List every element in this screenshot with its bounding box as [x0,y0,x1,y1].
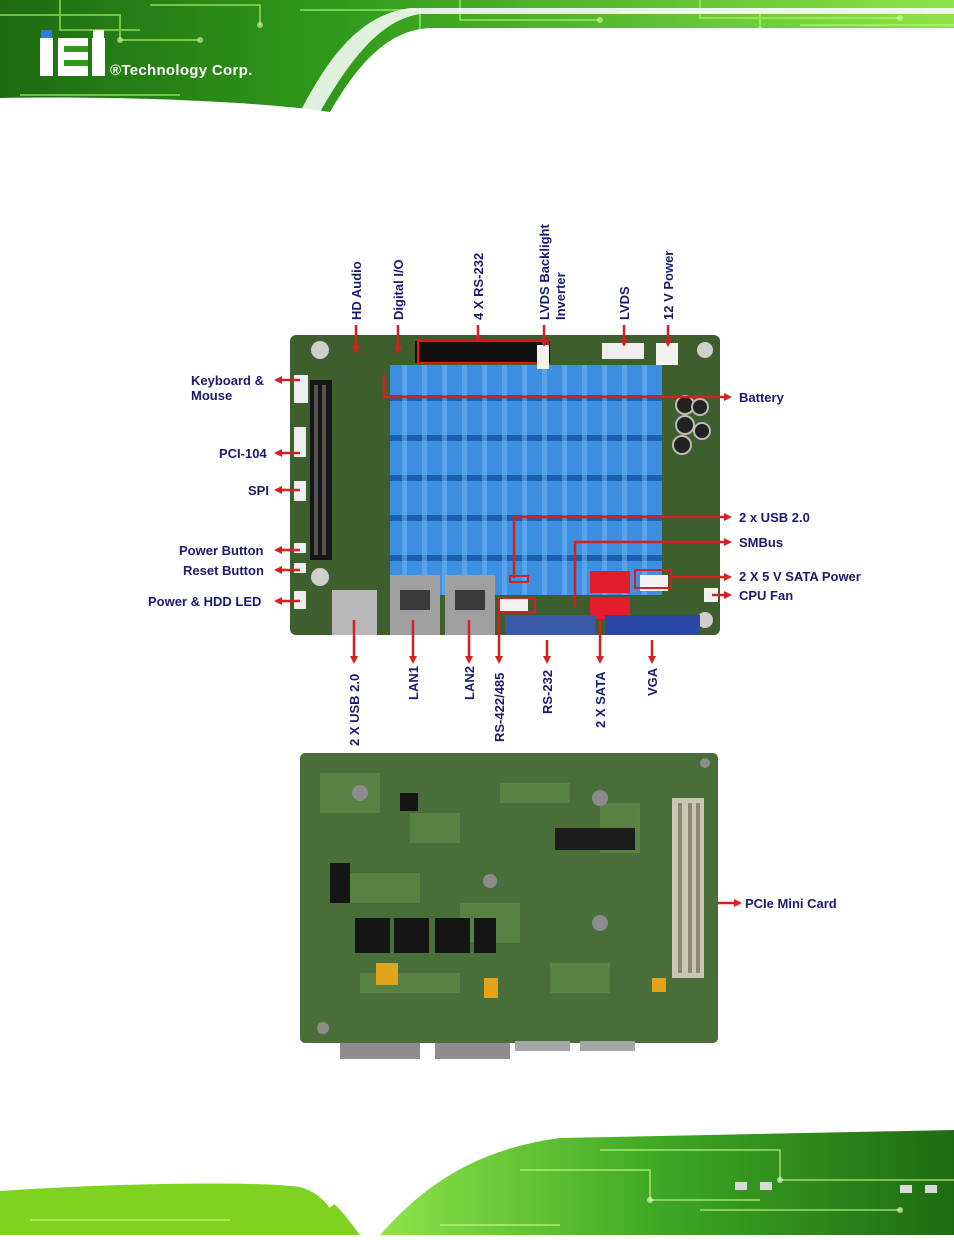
label-reset-button: Reset Button [183,563,264,578]
label-power-button: Power Button [179,543,264,558]
label-lvds-backlight: LVDS Backlight [537,224,552,320]
label-4x-rs232: 4 X RS-232 [471,252,486,320]
header-circuit-art [0,0,954,112]
label-sata-power: 2 X 5 V SATA Power [739,569,861,584]
label-mouse: Mouse [191,388,233,403]
label-lan2: LAN2 [462,666,477,700]
label-keyboard: Keyboard & [191,373,264,388]
label-battery: Battery [739,390,784,405]
label-spi: SPI [248,483,269,498]
label-lan1: LAN1 [406,666,421,700]
label-rs232: RS-232 [540,669,555,714]
label-pcie-mini-card: PCIe Mini Card [745,896,837,911]
label-2x-sata: 2 X SATA [593,671,608,728]
company-name: ®Technology Corp. [110,62,253,79]
label-cpu-fan: CPU Fan [739,588,794,603]
label-inverter: Inverter [553,272,568,320]
label-pci104: PCI-104 [219,446,267,461]
label-power-hdd-led: Power & HDD LED [148,594,262,609]
label-usb20-bottom: 2 X USB 2.0 [347,673,362,746]
label-usb20-right: 2 x USB 2.0 [739,510,810,525]
label-vga: VGA [645,667,660,696]
header-banner: ®Technology Corp. [0,0,954,112]
label-hd-audio: HD Audio [349,261,364,320]
top-board-photo [290,335,720,635]
label-digital-io: Digital I/O [391,259,406,320]
footer-banner [0,1130,954,1235]
iei-logo-icon [40,30,105,76]
label-smbus: SMBus [739,535,784,550]
bottom-board-photo [300,753,718,1059]
label-lvds: LVDS [617,286,632,320]
label-rs422-485: RS-422/485 [492,672,507,742]
label-12v-power: 12 V Power [661,250,676,320]
